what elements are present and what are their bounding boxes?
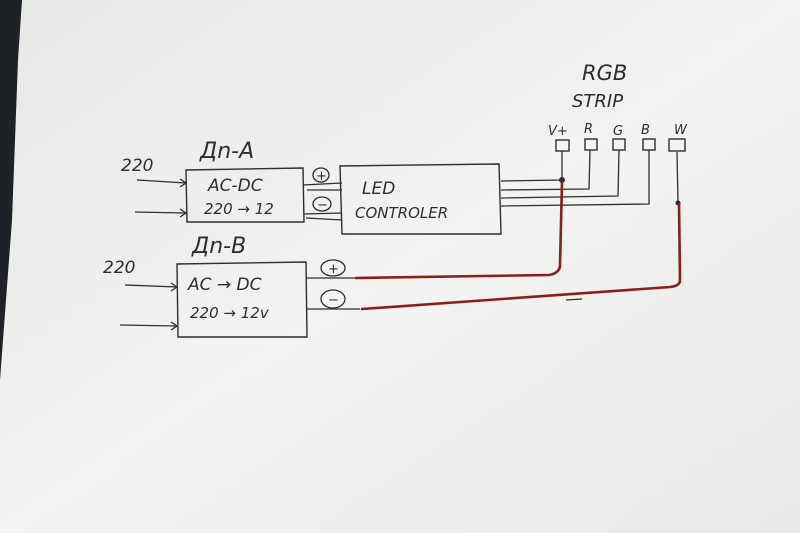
controller-line2: CONTROLER [355,204,448,222]
wire-w [676,151,679,204]
pin-label-v-plus: V+ [548,124,568,139]
psu-a-output-wires [302,182,343,221]
input-b-wire-1 [124,282,179,292]
controller-box [339,163,502,235]
psu-a-line2: 220 → 12 [204,200,274,218]
psu-a-box [185,167,305,223]
wire-g [500,149,620,199]
psu-b-minus-terminal [320,289,346,309]
wire-r [500,149,591,191]
pin-pad-r [584,138,598,151]
psu-b: Дn-B AC → DC 220 → 12v [176,234,308,338]
psu-b-box [176,261,308,338]
psu-b-line1: AC → DC [187,275,262,295]
led-controller: LED CONTROLER [339,163,502,235]
pin-label-b: B [641,123,650,138]
psu-a-minus-wire [303,212,343,221]
psu-b-plus-sign: + [328,262,339,277]
input-a-wire-1 [136,178,188,188]
input-label-a: 220 [121,156,153,176]
pin-label-w: W [674,123,688,138]
red-wire-minus [360,202,682,311]
psu-a-plus-wire [302,182,343,191]
psu-b-terminals: + − [307,259,360,310]
input-a-wire-2 [134,208,188,218]
psu-a-plus-terminal [312,167,330,183]
psu-b-title: Дn-B [191,234,246,259]
pin-label-r: R [584,122,593,137]
strip-label-rgb: RGB [582,61,627,85]
psu-b-line2: 220 → 12v [190,304,270,322]
pin-label-g: G [613,124,623,139]
wire-b [500,150,650,207]
red-wire-plus [354,180,564,280]
controller-line1: LED [362,179,395,199]
controller-output-wires [500,149,679,207]
psu-a-title: Дn-A [199,139,254,164]
stray-mark [565,298,583,301]
psu-a-plus-sign: + [316,169,327,184]
pin-pad-w [668,138,686,152]
junction-dot [559,177,565,183]
psu-b-plus-terminal [320,259,346,277]
psu-b-red-wires [354,180,682,311]
psu-a-line1: AC-DC [207,176,263,196]
input-wires [119,178,188,331]
psu-a: Дn-A AC-DC 220 → 12 [185,139,305,223]
strip-pin-labels: V+ R G B W [548,122,688,139]
input-b-wire-2 [119,321,179,331]
psu-b-minus-sign: − [328,293,339,308]
psu-a-minus-terminal [312,196,332,212]
psu-a-minus-sign: − [317,198,328,213]
input-label-b: 220 [103,258,135,278]
strip-label-strip: STRIP [572,91,623,112]
psu-a-terminals: + − [312,167,332,213]
